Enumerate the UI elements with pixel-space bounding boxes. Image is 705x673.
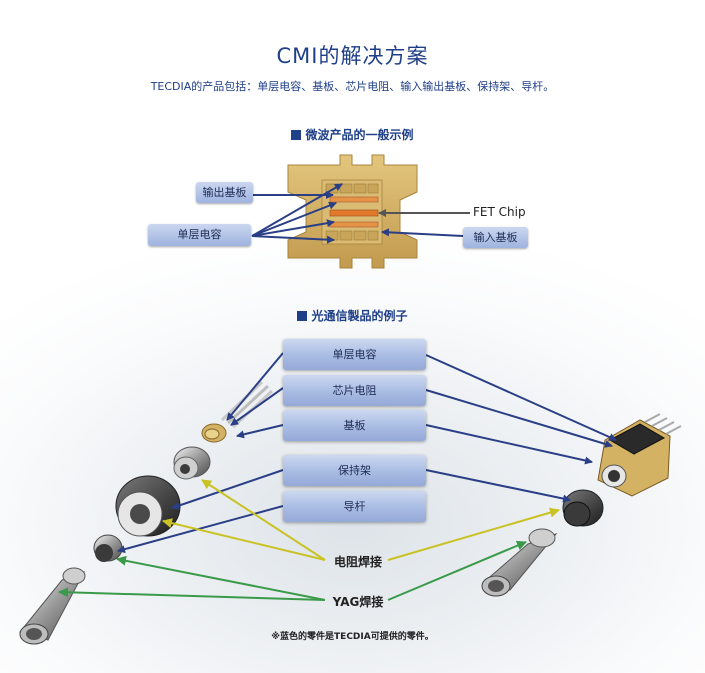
holder	[115, 475, 181, 537]
component-single-layer-capacitor: 单层电容	[283, 339, 426, 370]
fiber-rod-right	[481, 528, 558, 597]
single-layer-capacitor-label: 单层电容	[148, 224, 251, 246]
holder-right	[562, 489, 604, 527]
component-holder: 保持架	[283, 455, 426, 486]
component-substrate: 基板	[283, 410, 426, 441]
square-bullet-icon	[291, 130, 302, 140]
resistance-welding-label: 电阻焊接	[333, 555, 382, 569]
yag-welding-label: YAG焊接	[332, 595, 384, 609]
footnote: ※蓝色的零件是TECDIA可提供的零件。	[271, 632, 434, 642]
optical-heading: 光通信製品的例子	[0, 307, 705, 324]
to-can-laser	[201, 380, 274, 443]
microwave-heading: 微波产品的一般示例	[0, 126, 705, 143]
page-subtitle: TECDIA的产品包括：单层电容、基板、芯片电阻、输入输出基板、保持架、导杆。	[150, 80, 555, 93]
input-substrate-label: 输入基板	[463, 227, 528, 248]
output-substrate-label: 输出基板	[196, 182, 253, 203]
fet-chip-label: FET Chip	[473, 205, 526, 219]
lens-cap	[173, 446, 211, 480]
square-bullet-icon	[297, 311, 308, 321]
page-title: CMI的解决方案	[276, 44, 429, 68]
fet-package	[287, 154, 418, 269]
ferrule-left	[93, 534, 123, 562]
component-guide-rod: 导杆	[283, 491, 426, 522]
component-chip-resistor: 芯片电阻	[283, 375, 426, 406]
butterfly-package	[597, 413, 682, 497]
